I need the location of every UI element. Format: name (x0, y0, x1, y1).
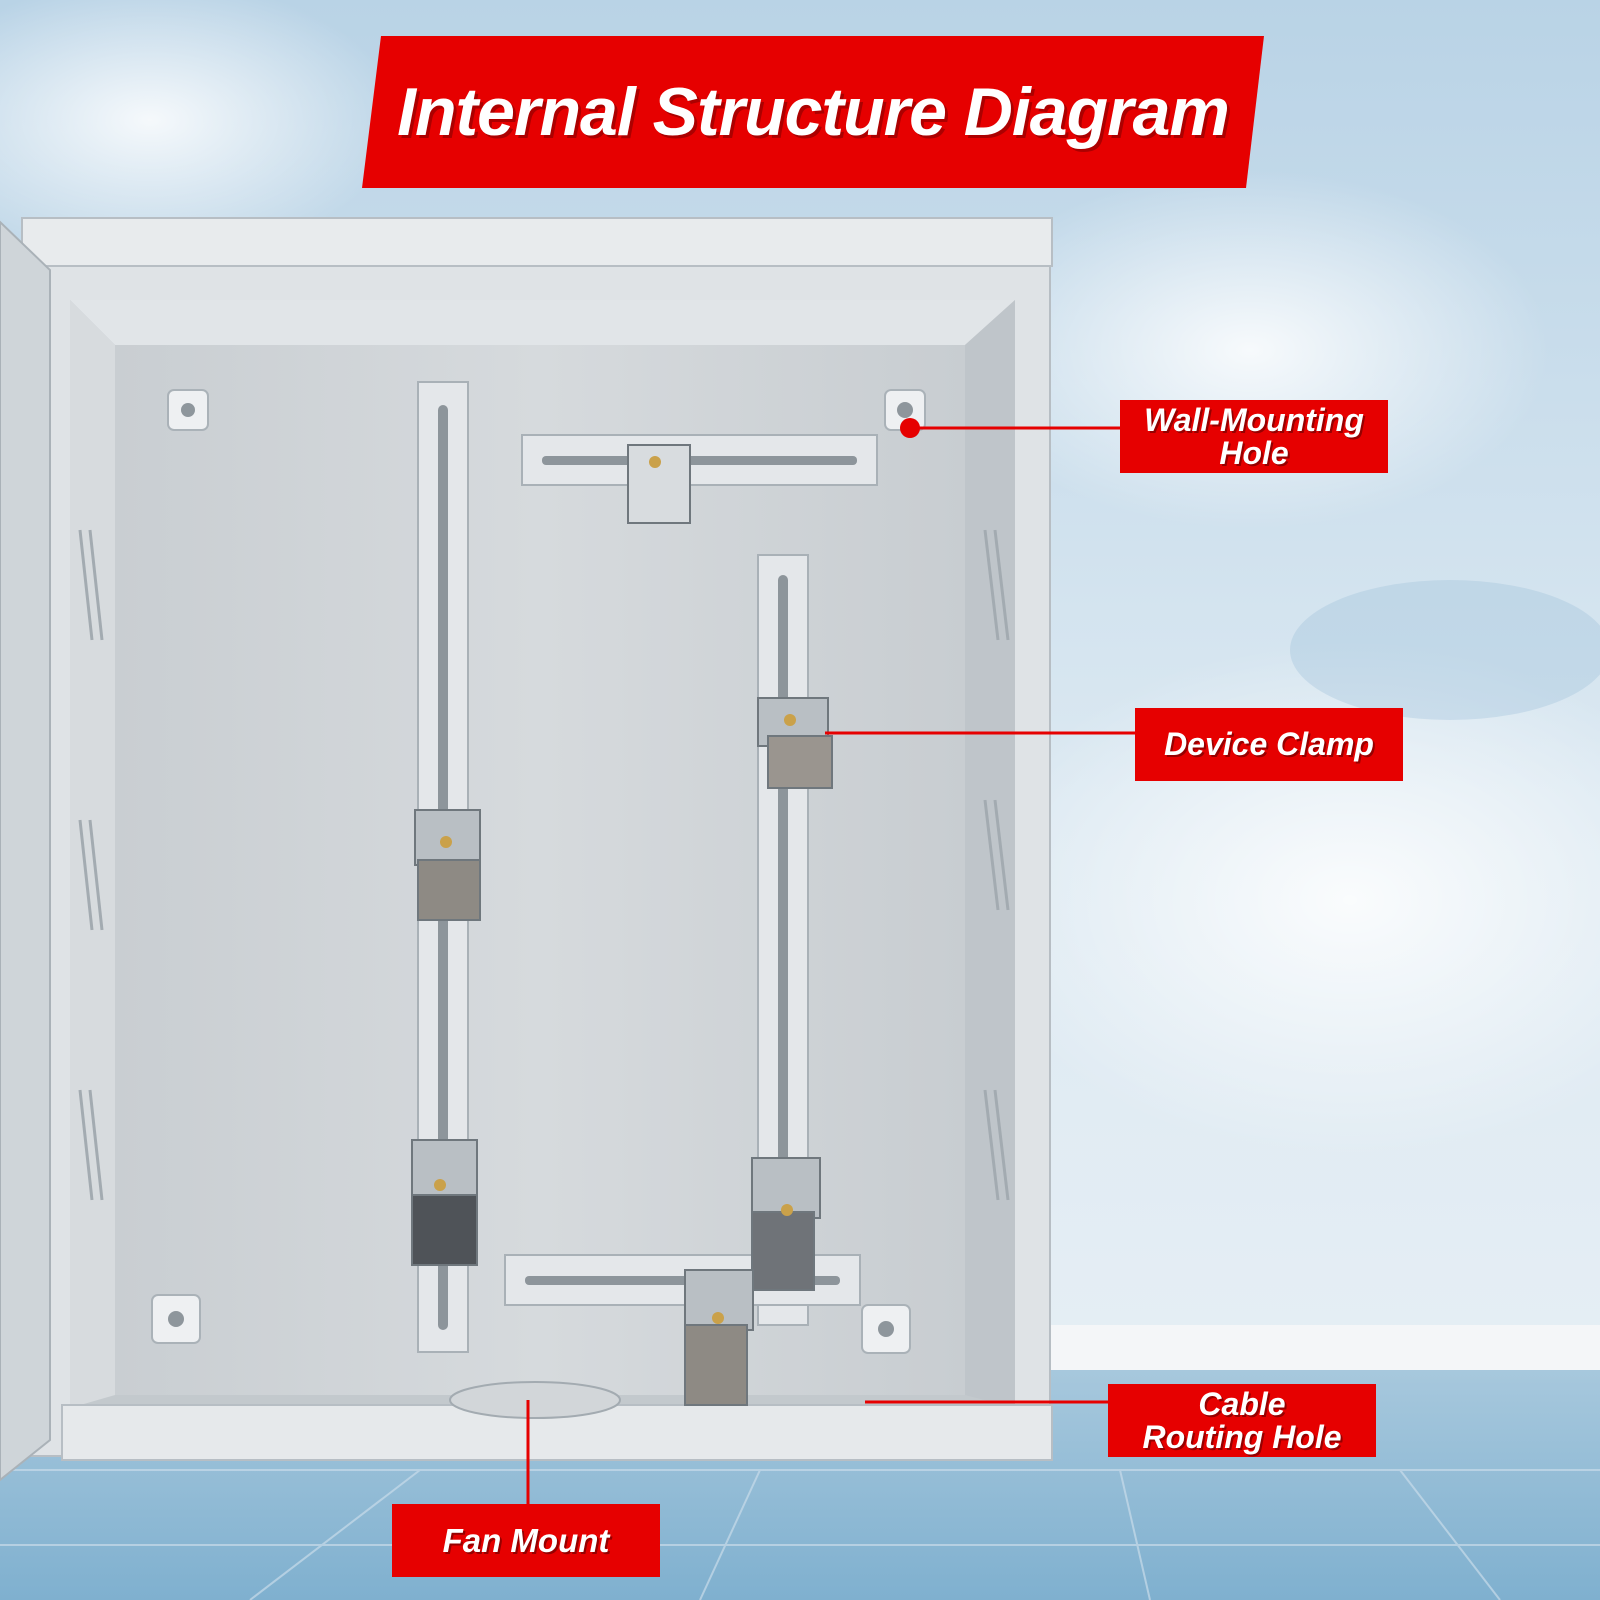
wall-hole-marker (900, 418, 920, 438)
callout-label: Routing Hole (1142, 1418, 1342, 1455)
callout-fan-mount: Fan Mount (392, 1504, 660, 1577)
callout-device-clamp: Device Clamp (1135, 708, 1403, 781)
page-title: Internal Structure Diagram (397, 74, 1230, 150)
callout-label: Hole (1219, 434, 1289, 471)
callout-label: Fan Mount (442, 1521, 610, 1559)
title-banner: Internal Structure Diagram (362, 36, 1264, 188)
callout-label: Device Clamp (1164, 726, 1374, 763)
callout-wall-mounting-hole: Wall-Mounting Hole (1120, 400, 1388, 473)
callout-cable-routing-hole: Cable Routing Hole (1108, 1384, 1376, 1457)
callout-label: Cable (1198, 1385, 1286, 1422)
callout-label: Wall-Mounting (1144, 401, 1364, 438)
